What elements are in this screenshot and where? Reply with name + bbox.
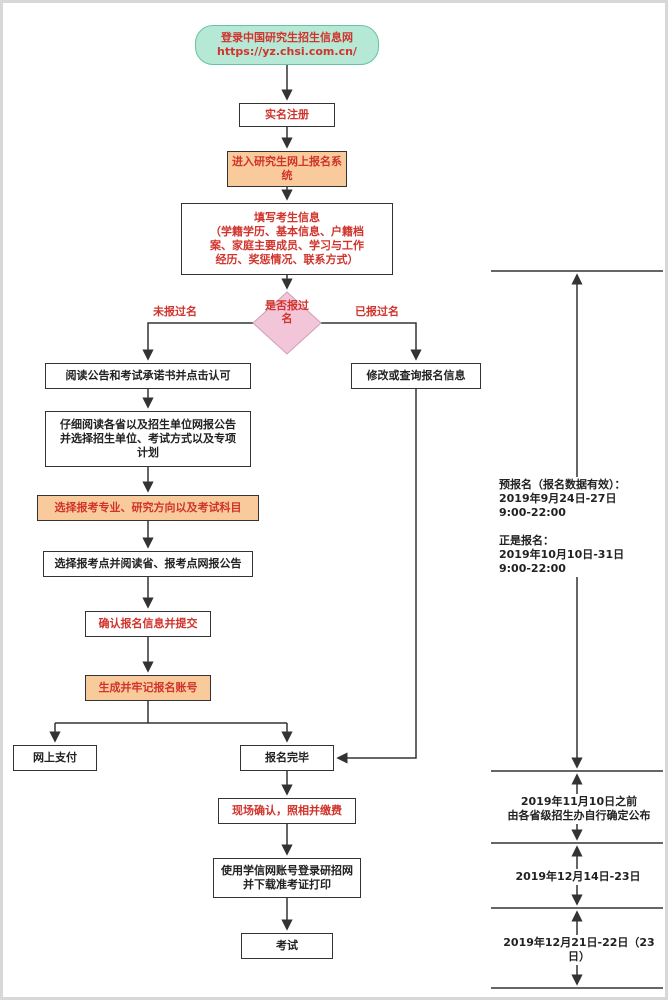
timeline-onsite-period: 2019年11月10日之前 由各省级招生办自行确定公布 [491, 794, 665, 824]
node-read-detail: 仔细阅读各省以及招生单位网报公告 并选择招生单位、考试方式以及专项 计划 [45, 411, 251, 467]
node-enter-system: 进入研究生网上报名系统 [227, 151, 347, 187]
node-confirm-submit: 确认报名信息并提交 [85, 611, 211, 637]
node-fill-info: 填写考生信息 （学籍学历、基本信息、户籍档 案、家庭主要成员、学习与工作 经历、… [181, 203, 393, 275]
node-online-pay: 网上支付 [13, 745, 97, 771]
node-login: 登录中国研究生招生信息网 https://yz.chsi.com.cn/ [195, 25, 379, 65]
label-branch-not-registered: 未报过名 [153, 305, 197, 318]
node-finish: 报名完毕 [240, 745, 334, 771]
node-onsite-confirm: 现场确认，照相并缴费 [218, 798, 356, 824]
node-download-ticket: 使用学信网账号登录研招网 并下载准考证打印 [213, 858, 361, 898]
node-modify-query: 修改或查询报名信息 [351, 363, 481, 389]
timeline-exam-period: 2019年12月21日-22日（23 日） [501, 935, 657, 965]
decision-diamond-shape [252, 291, 322, 355]
decision-registered-before: 是否报过 名 [265, 299, 309, 325]
timeline-registration-period: 预报名（报名数据有效）： 2019年9月24日-27日 9:00-22:00 正… [497, 477, 665, 577]
timeline-print-period: 2019年12月14日-23日 [493, 869, 663, 885]
label-branch-registered: 已报过名 [355, 305, 399, 318]
node-choose-major: 选择报考专业、研究方向以及考试科目 [37, 495, 259, 521]
node-generate-account: 生成并牢记报名账号 [85, 675, 211, 701]
node-real-name-register: 实名注册 [239, 103, 335, 127]
node-exam: 考试 [241, 933, 333, 959]
node-read-notice: 阅读公告和考试承诺书并点击认可 [45, 363, 251, 389]
node-choose-site: 选择报考点并阅读省、报考点网报公告 [43, 551, 253, 577]
